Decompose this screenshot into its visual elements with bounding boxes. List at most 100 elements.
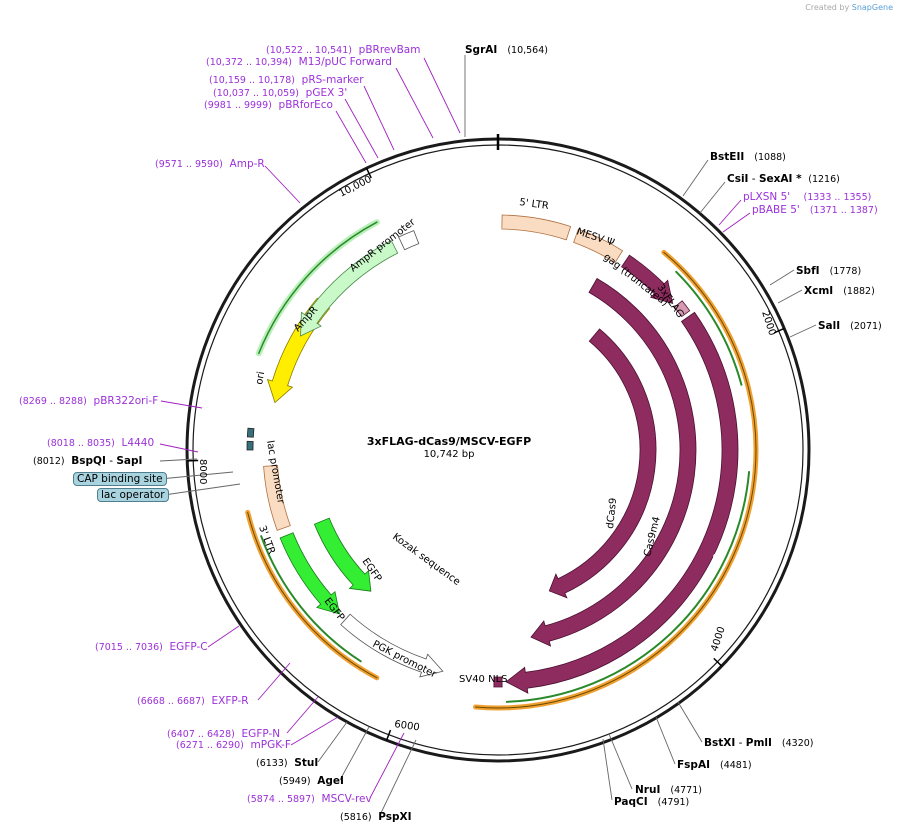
feature-dcas9 <box>548 328 657 599</box>
leader-csii <box>699 181 726 214</box>
orf-track-egfp-core <box>247 511 378 679</box>
leader-mpgk <box>290 716 339 746</box>
orf-track-cas9-core <box>475 251 757 709</box>
tick-8000: 8000 <box>197 459 208 484</box>
feature-gag <box>621 254 674 305</box>
orf-track-ampr-core <box>258 221 378 355</box>
feature-cas9m4 <box>530 277 697 647</box>
plasmid-size: 10,742 bp <box>423 449 475 460</box>
feature-sv40-nls <box>493 676 503 688</box>
label-dcas9[interactable]: dCas9 <box>605 497 619 529</box>
primer-egfp-n[interactable]: (6407 .. 6428) EGFP-N <box>167 728 281 740</box>
site-bspqi-sapi[interactable]: (8012) BspQI - SapI <box>33 455 143 467</box>
feature-lac-box <box>246 427 255 438</box>
leader-agei <box>339 726 370 781</box>
label-ori[interactable]: ori <box>254 371 267 386</box>
leader-sbfi <box>769 269 795 286</box>
site-csii-sexai[interactable]: CsiI - SexAI * (1216) <box>727 173 840 185</box>
leader-sali <box>789 324 817 338</box>
position-tick <box>365 167 372 179</box>
leader-pbr322ori <box>160 400 203 409</box>
primer-pbrrevbam[interactable]: (10,522 .. 10,541) pBRrevBam <box>266 44 421 56</box>
tick-6000: 6000 <box>394 719 421 733</box>
site-paqci[interactable]: PaqCI (4791) <box>614 796 690 808</box>
primer-plxsn5[interactable]: pLXSN 5' (1333 .. 1355) <box>743 191 872 203</box>
site-xcmi[interactable]: XcmI (1882) <box>804 285 875 297</box>
site-bstxi-pmli[interactable]: BstXI - PmlI (4320) <box>704 737 814 749</box>
feature-cap-binding-site[interactable]: CAP binding site <box>73 472 167 486</box>
primer-l4440[interactable]: (8018 .. 8035) L4440 <box>47 437 155 449</box>
site-bsteii[interactable]: BstEII (1088) <box>710 151 786 163</box>
plasmid-name: 3xFLAG-dCas9/MSCV-EGFP <box>366 435 532 448</box>
leader-pspxi <box>379 739 417 816</box>
feature-cas9 <box>505 311 739 694</box>
primer-amp-r[interactable]: (9571 .. 9590) Amp-R <box>155 158 265 170</box>
feature-egfp-b <box>279 532 341 615</box>
tick-4000: 4000 <box>709 625 727 653</box>
leader-mscv-rev <box>369 732 405 799</box>
orf-track-ampr <box>255 219 380 357</box>
orf-inner-green-c <box>260 535 362 663</box>
site-sbfi[interactable]: SbfI (1778) <box>796 265 862 277</box>
leader-pbabe <box>722 212 751 233</box>
site-nrui[interactable]: NruI (4771) <box>635 784 702 796</box>
orf-inner-green-b <box>505 470 751 703</box>
feature-cap-box <box>246 440 254 451</box>
position-tick <box>713 657 723 667</box>
leader-cap <box>159 471 234 480</box>
leader-lac-op <box>163 483 241 496</box>
leader-lines <box>159 55 817 816</box>
leader-pbrrevbam <box>423 57 461 134</box>
label-kozak[interactable]: Kozak sequence <box>390 532 462 588</box>
leader-ampr-primer <box>264 165 301 204</box>
primer-m13puc[interactable]: (10,372 .. 10,394) M13/pUC Forward <box>206 56 392 68</box>
leader-paqci <box>602 738 613 801</box>
position-tick <box>385 729 392 741</box>
leader-plxsn <box>718 199 742 226</box>
primer-exfp-r[interactable]: (6668 .. 6687) EXFP-R <box>137 695 249 707</box>
position-tick <box>773 327 785 334</box>
features <box>245 214 759 711</box>
site-sali[interactable]: SalI (2071) <box>818 320 882 332</box>
leader-pbrforeco <box>335 110 367 164</box>
primer-mscv-rev[interactable]: (5874 .. 5897) MSCV-rev <box>247 793 372 805</box>
brand-app[interactable]: SnapGene <box>851 3 893 12</box>
label-5ltr[interactable]: 5' LTR <box>519 197 550 212</box>
primer-pbr322ori-f[interactable]: (8269 .. 8288) pBR322ori-F <box>19 395 159 407</box>
feature-pgk-promoter <box>340 613 444 678</box>
leader-stui <box>317 721 348 763</box>
feature-lac-operator[interactable]: lac operator <box>97 488 169 502</box>
site-agei[interactable]: (5949) AgeI <box>279 775 344 787</box>
feature-5ltr <box>501 214 572 241</box>
leader-nrui <box>608 733 633 790</box>
leader-bstxi <box>677 701 703 743</box>
leader-exfp <box>257 662 291 701</box>
leader-fspai <box>655 716 676 765</box>
primer-mpgk-f[interactable]: (6271 .. 6290) mPGK-F <box>176 739 291 751</box>
site-pspxi[interactable]: (5816) PspXI <box>340 811 412 823</box>
primer-prs-marker[interactable]: (10,159 .. 10,178) pRS-marker <box>209 74 364 86</box>
primer-pbabe5[interactable]: pBABE 5' (1371 .. 1387) <box>752 204 878 216</box>
leader-egfp-n <box>286 696 319 734</box>
brand-prefix: Created by <box>805 3 850 12</box>
feature-egfp-a <box>313 517 372 592</box>
leader-bsteii <box>682 159 709 197</box>
tick-2000: 2000 <box>759 310 777 338</box>
leader-l4440 <box>159 443 199 453</box>
label-sv40[interactable]: SV40 NLS <box>459 674 508 685</box>
primer-pgex3[interactable]: (10,037 .. 10,059) pGEX 3' <box>213 87 348 99</box>
site-fspai[interactable]: FspAI (4481) <box>677 759 752 771</box>
feature-3xflag <box>673 300 691 318</box>
leader-bspqi <box>159 458 198 462</box>
leader-m13 <box>395 67 434 139</box>
brand: Created by SnapGene <box>805 3 893 12</box>
primer-egfp-c[interactable]: (7015 .. 7036) EGFP-C <box>95 641 208 653</box>
site-sgrai[interactable]: SgrAI (10,564) <box>465 44 548 56</box>
primer-pbrforeco[interactable]: (9981 .. 9999) pBRforEco <box>204 99 333 111</box>
feature-ampr <box>300 240 399 337</box>
leader-prs <box>363 85 395 151</box>
site-stui[interactable]: (6133) StuI <box>256 757 319 769</box>
leader-pgex <box>344 98 379 159</box>
feature-ampr-promoter <box>398 230 420 251</box>
